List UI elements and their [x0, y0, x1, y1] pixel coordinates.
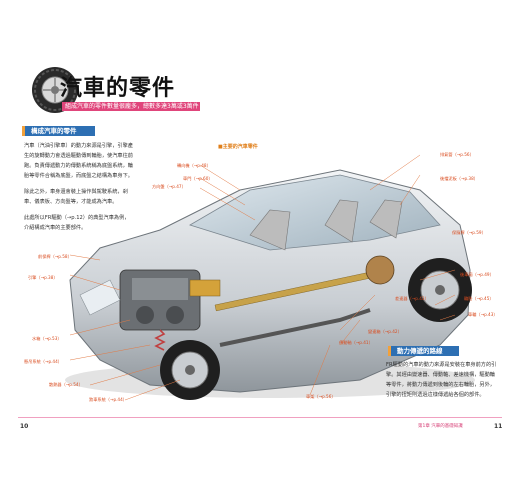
callout-radiator: 散熱器（→p.54）	[49, 382, 83, 387]
paragraph-1: 汽車（汽油引擎車）的動力來源是引擎，引擎產生的旋轉動力會透過驅動傳到輪胎，使汽車…	[24, 143, 133, 179]
callout-suspension: 懸吊系統（→p.44）	[24, 359, 62, 364]
callout-differential: 差速器（→p.43）	[395, 296, 429, 301]
callout-engine: 引擎（→p.38）	[28, 275, 58, 280]
paragraph-2: 除此之外，車身還會裝上操作與駕駛系統，剎車、儀表板、方向盤等，才能成為汽車。	[24, 189, 128, 205]
figure-label: ■主要的汽車零件	[218, 144, 258, 150]
tire-icon	[32, 67, 78, 113]
callout-door: 車門（→p.60）	[183, 176, 213, 181]
callout-rear-fender: 後擋泥板（→p.38）	[440, 176, 478, 181]
callout-transmission: 變速箱（→p.42）	[368, 329, 402, 334]
callout-driveshaft: 傳動軸（→p.41）	[339, 340, 373, 345]
section-heading-parts: 構成汽車的零件	[22, 126, 95, 136]
callout-front-bumper: 前保桿（→p.58）	[38, 254, 72, 259]
page-number-left: 10	[20, 423, 29, 430]
callout-brake-system: 煞車系統（→p.44）	[89, 397, 127, 402]
page-number-right: 11	[494, 423, 503, 430]
callout-exhaust: 排氣管（→p.56）	[440, 152, 474, 157]
section-body-power-route: FR驅動的汽車的動力來源是安裝在車身前方的引擎。其經由變速器、傳動軸、差速機構，…	[386, 362, 497, 398]
paragraph-3: 此處所以FR驅動（→p.12）的典型汽車為例，介紹構成汽車的主要部件。	[24, 215, 130, 231]
callout-frame: 車架（→p.56）	[306, 394, 336, 399]
callout-steering-wheel: 方向盤（→p.47）	[152, 184, 186, 189]
callout-radiator-tank: 水箱（→p.53）	[32, 336, 62, 341]
callout-trunk: 後車廂（→p.49）	[460, 272, 494, 277]
car-cutaway-illustration	[65, 154, 475, 401]
footer-chapter-text: 第1章 汽車的基礎知識	[418, 424, 463, 429]
footer-divider	[18, 417, 502, 418]
callout-tire: 輪胎（→p.45）	[464, 296, 494, 301]
section-body-parts: 汽車（汽油引擎車）的動力來源是引擎，引擎產生的旋轉動力會透過驅動傳到輪胎，使汽車…	[24, 141, 134, 233]
callout-steering-gear: 轉向機（→p.48）	[177, 163, 211, 168]
callout-bumper: 保險桿（→p.59）	[452, 230, 486, 235]
page-subtitle: 組成汽車的零件數量很龐多，總數多達3萬或3萬件	[62, 102, 200, 111]
page-title: 汽車的零件	[60, 76, 176, 101]
section-heading-power-route: 動力傳遞的路線	[388, 346, 459, 356]
callout-wheel: 車輪（→p.43）	[468, 312, 498, 317]
